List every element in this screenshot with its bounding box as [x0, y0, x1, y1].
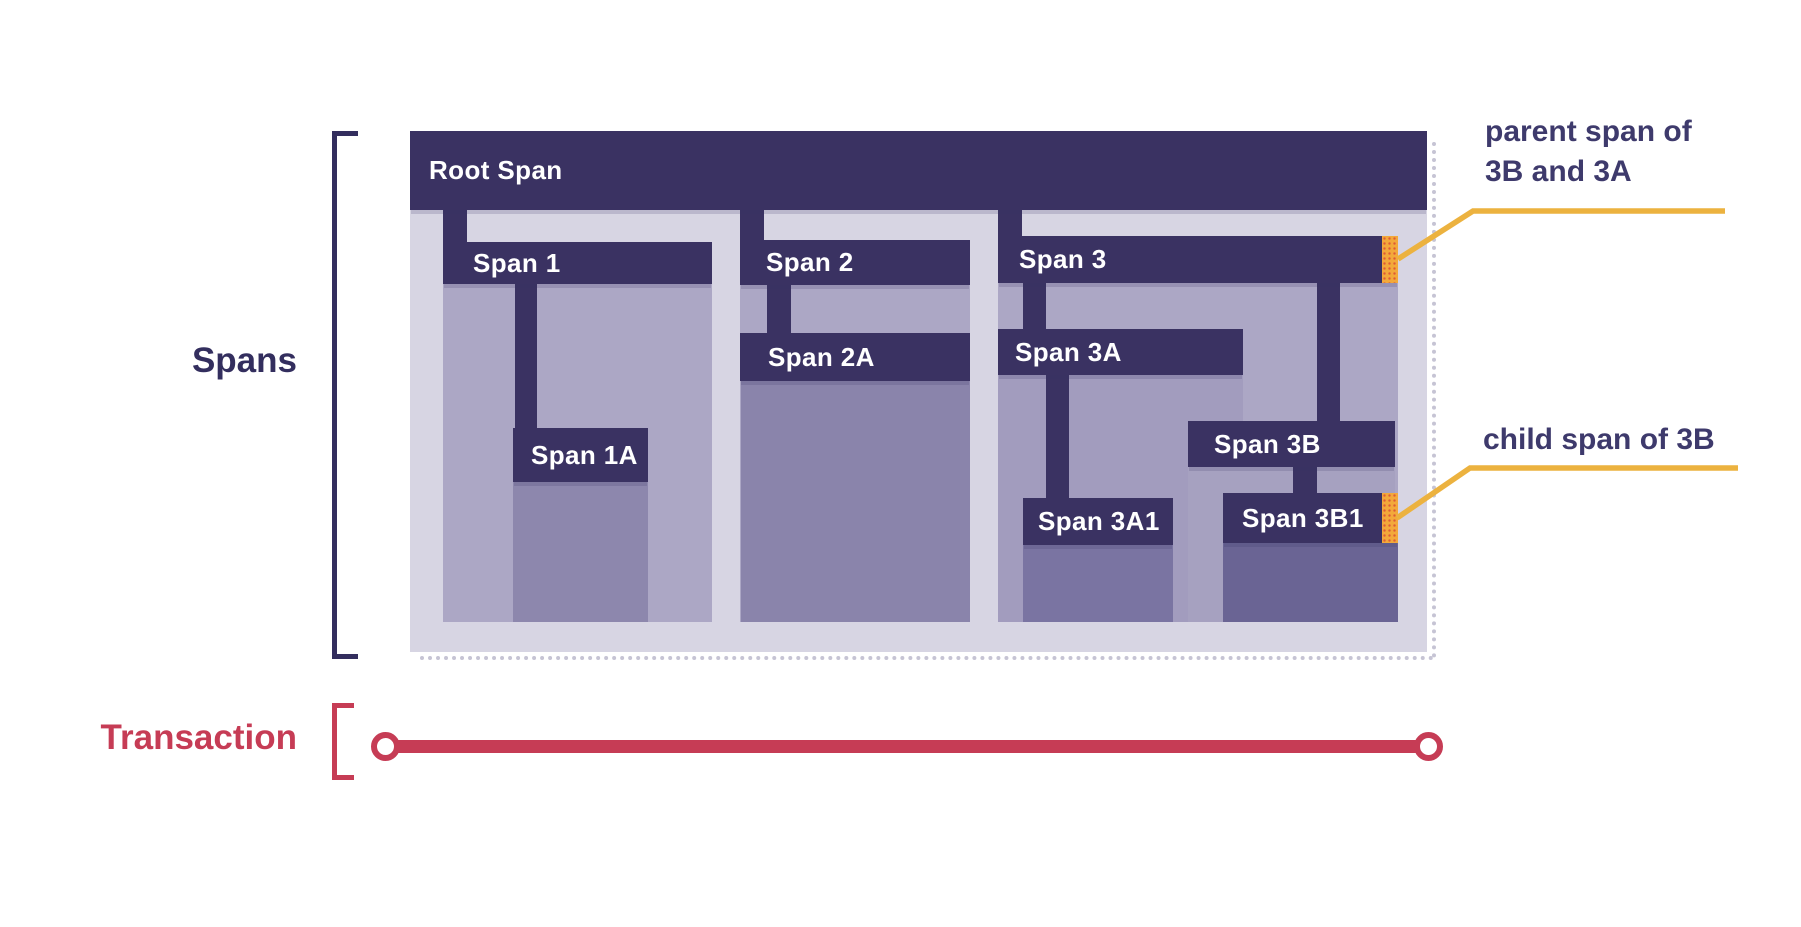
span2a-label: Span 2A — [768, 341, 875, 372]
span3b1-child-highlight — [1382, 493, 1398, 543]
connector-root-to-span1 — [443, 209, 467, 243]
span1-bar: Span 1 — [443, 242, 712, 284]
span3-parent-highlight — [1382, 236, 1398, 283]
span1-label: Span 1 — [473, 247, 561, 278]
container-shadow-bottom — [420, 656, 1434, 660]
transaction-label: Transaction — [100, 718, 297, 757]
span3b1-bar: Span 3B1 — [1223, 493, 1398, 543]
span2a-duration — [741, 381, 970, 622]
span3-bar: Span 3 — [998, 236, 1398, 283]
span3-label: Span 3 — [1019, 244, 1107, 274]
transaction-timeline — [397, 740, 1418, 753]
span3b1-label: Span 3B1 — [1242, 502, 1364, 533]
container-shadow-right — [1432, 142, 1436, 658]
transaction-start-circle — [371, 732, 400, 761]
span3a1-label: Span 3A1 — [1038, 506, 1160, 536]
child-callout-line — [1395, 465, 1738, 521]
annotation-parent-line2: 3B and 3A — [1485, 155, 1632, 188]
transaction-bracket — [332, 703, 354, 780]
transaction-end-circle — [1414, 732, 1443, 761]
span3b-bar: Span 3B — [1188, 421, 1395, 467]
span3a-bar: Span 3A — [998, 329, 1243, 375]
annotation-parent-line1: parent span of — [1485, 115, 1692, 148]
spans-label: Spans — [191, 341, 297, 380]
connector-span3a-to-span3a1 — [1046, 375, 1069, 499]
annotation-child-span: child span of 3B — [1483, 423, 1715, 456]
connector-root-to-span3 — [998, 209, 1022, 237]
annotation-parent-span: parent span of 3B and 3A — [1485, 112, 1692, 192]
root-span-bar: Root Span — [410, 131, 1427, 210]
span1a-bar: Span 1A — [513, 428, 648, 482]
spans-bracket — [332, 131, 358, 659]
connector-span2-to-span2a — [767, 285, 791, 334]
span3b-label: Span 3B — [1214, 428, 1321, 459]
span2-bar: Span 2 — [740, 240, 970, 285]
connector-span3-to-span3a — [1023, 282, 1046, 330]
span3a-label: Span 3A — [1015, 336, 1122, 367]
connector-span3b-to-span3b1 — [1293, 467, 1317, 494]
connector-span3-to-span3b — [1317, 282, 1340, 422]
parent-callout-line — [1396, 208, 1725, 262]
connector-span1-to-span1a — [515, 283, 537, 429]
span3a1-bar: Span 3A1 — [1023, 498, 1173, 545]
span3b1-duration — [1223, 543, 1398, 622]
span2-label: Span 2 — [766, 247, 854, 277]
root-span-label: Root Span — [429, 155, 563, 185]
span1a-label: Span 1A — [531, 439, 638, 470]
span1a-duration — [513, 482, 648, 622]
connector-root-to-span2 — [740, 209, 764, 241]
span2a-bar: Span 2A — [740, 333, 970, 381]
span3a1-duration — [1023, 545, 1173, 622]
